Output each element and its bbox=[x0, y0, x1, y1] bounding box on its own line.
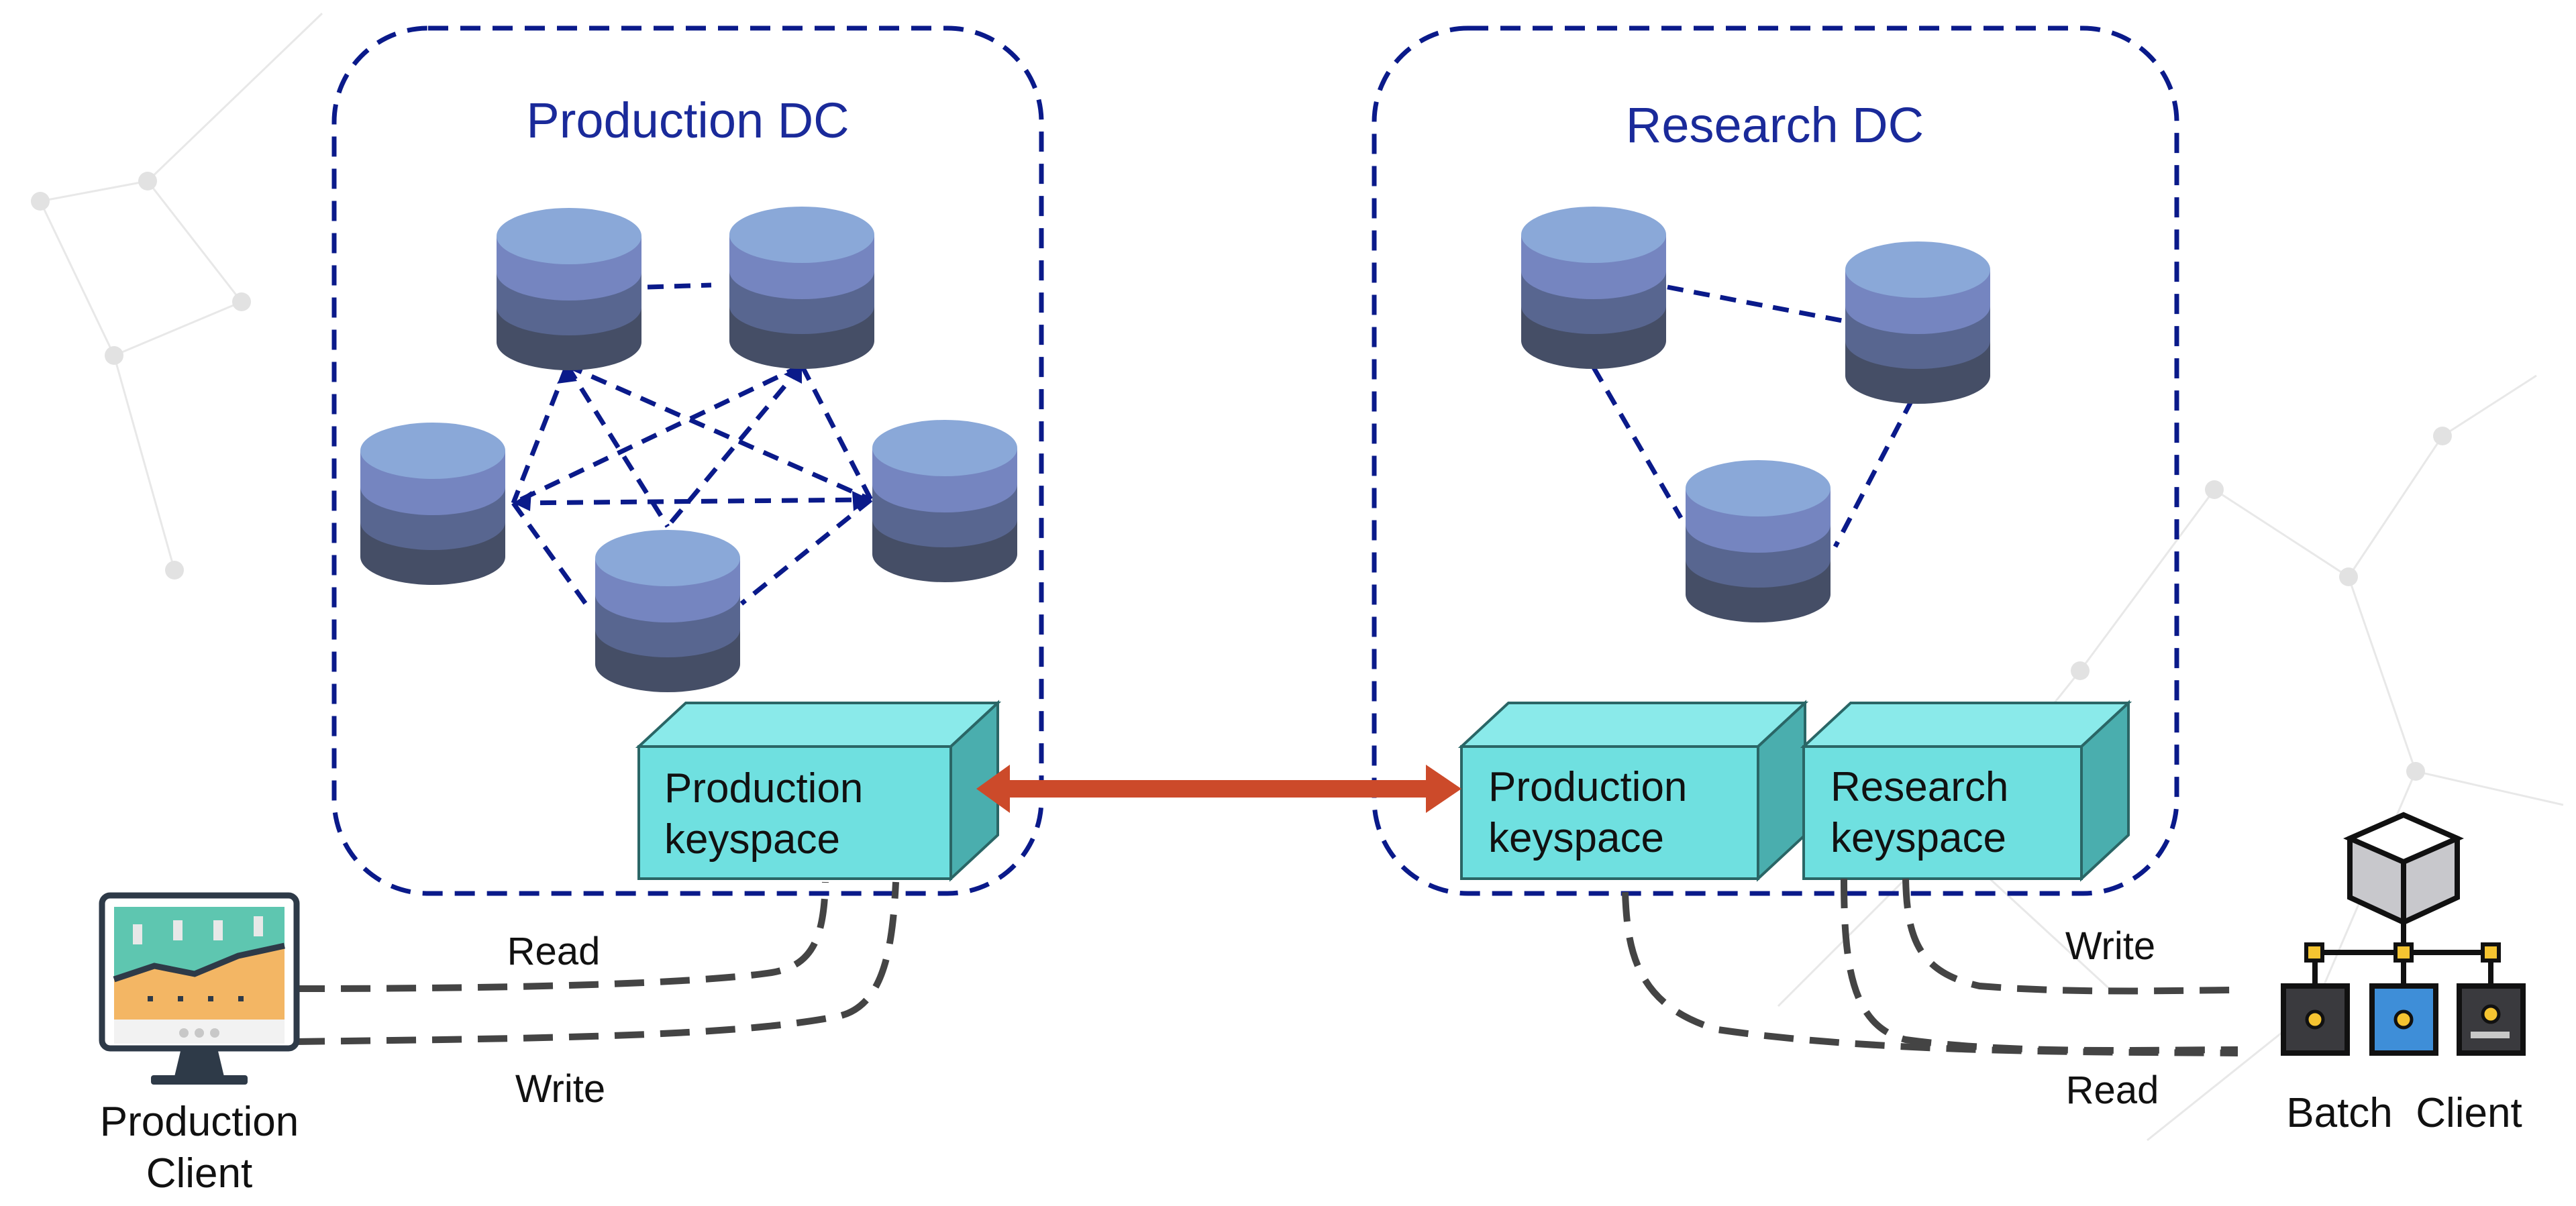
production-client-links bbox=[295, 881, 899, 1045]
replication-arrow bbox=[976, 765, 1461, 813]
research-db-node-2 bbox=[1845, 241, 1990, 404]
production-dc-keyspace-box bbox=[635, 700, 1002, 882]
batch-network-icon bbox=[2281, 812, 2526, 1056]
production-keyspace-label-line1: Production bbox=[664, 765, 863, 812]
production-client-label-line2: Client bbox=[146, 1150, 253, 1197]
production-db-node-4 bbox=[872, 420, 1017, 582]
production-keyspace-label-line2: keyspace bbox=[664, 816, 840, 863]
production-dc-title: Production DC bbox=[526, 93, 849, 148]
research-keyspace-box bbox=[1800, 700, 2132, 882]
production-write-label: Write bbox=[515, 1067, 605, 1111]
batch-write-label: Write bbox=[2065, 924, 2155, 968]
research-keyspace-label-line1: Research bbox=[1831, 764, 2008, 810]
research-dc-production-keyspace-box bbox=[1457, 700, 1809, 882]
batch-client-links bbox=[1622, 878, 2238, 1056]
production-node-links bbox=[511, 282, 874, 612]
research-db-node-3 bbox=[1686, 460, 1831, 622]
production-db-node-3 bbox=[360, 423, 505, 585]
production-db-node-2 bbox=[729, 207, 874, 369]
monitor-chart-icon bbox=[99, 892, 300, 1085]
research-keyspace-label-line2: keyspace bbox=[1831, 815, 2006, 861]
production-dc-boundary bbox=[331, 25, 1044, 896]
research-db-node-1 bbox=[1521, 207, 1666, 369]
batch-read-label: Read bbox=[2066, 1068, 2159, 1112]
research-dc-boundary bbox=[1372, 25, 2179, 896]
production-read-label: Read bbox=[507, 930, 601, 973]
production-db-node-1 bbox=[497, 208, 641, 370]
production-db-node-5 bbox=[595, 530, 740, 692]
batch-client-label: Batch Client bbox=[2286, 1090, 2522, 1136]
research-dc-title: Research DC bbox=[1626, 97, 1924, 153]
research-dc-prod-keyspace-label-line1: Production bbox=[1488, 764, 1687, 810]
research-dc-prod-keyspace-label-line2: keyspace bbox=[1488, 815, 1664, 861]
production-client-label-line1: Production bbox=[100, 1099, 299, 1145]
research-node-links bbox=[1591, 284, 1915, 548]
